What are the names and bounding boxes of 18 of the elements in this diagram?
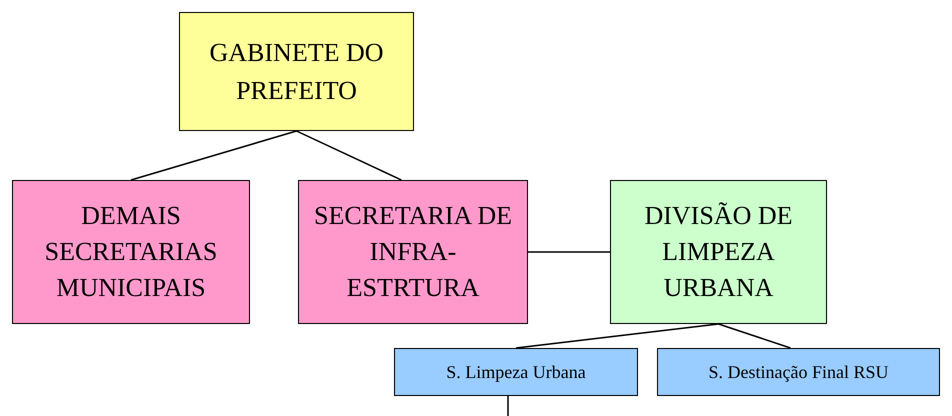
connector-line: [130, 130, 297, 181]
box-label: S. Limpeza Urbana: [446, 361, 586, 383]
connector-line: [296, 130, 402, 181]
box-label: DIVISÃO DE LIMPEZA URBANA: [643, 200, 794, 304]
connector-line: [516, 323, 719, 349]
org-box: [657, 348, 940, 396]
box-label: SECRETARIA DE INFRA-ESTRTURA: [313, 200, 513, 304]
connector-line: [507, 396, 509, 416]
org-box: [394, 348, 638, 396]
connector-line: [528, 251, 610, 253]
org-box: [179, 12, 414, 131]
box-label: DEMAIS SECRETARIAS MUNICIPAIS: [44, 200, 218, 304]
connector-line: [718, 323, 791, 349]
org-box: [12, 180, 250, 324]
org-box: [298, 180, 528, 324]
box-label: S. Destinação Final RSU: [708, 361, 888, 383]
org-box: [610, 180, 827, 324]
box-label: GABINETE DO PREFEITO: [208, 36, 385, 106]
